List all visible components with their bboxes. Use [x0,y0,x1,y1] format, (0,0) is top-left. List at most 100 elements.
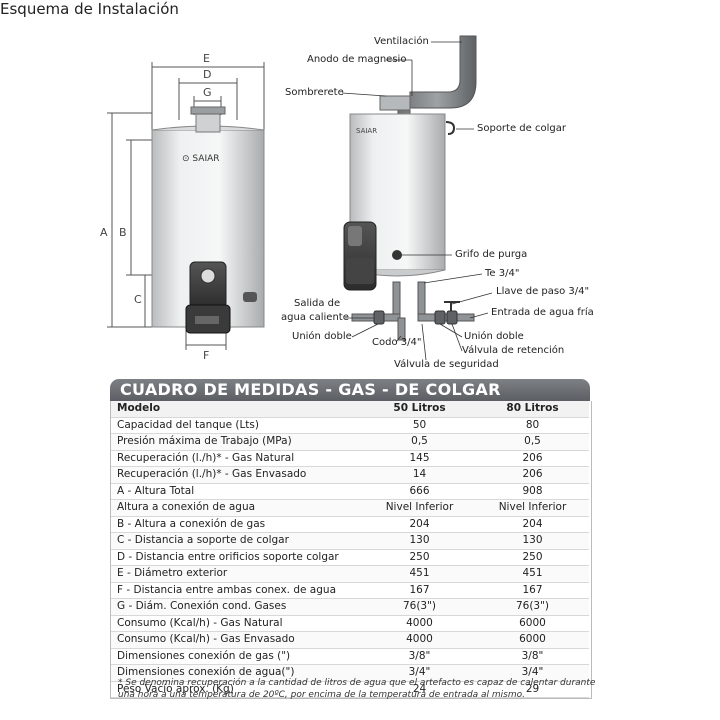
value-50l: 204 [363,516,476,533]
value-80l: 167 [476,582,589,599]
value-80l: 6000 [476,615,589,632]
table-title: CUADRO DE MEDIDAS - GAS - DE COLGAR [120,380,501,399]
value-50l: 167 [363,582,476,599]
value-80l: 908 [476,483,589,500]
value-80l: 29 [476,681,589,698]
dimension-lines-top [151,62,265,130]
footnote: * Se denomina recuperación a la cantidad… [118,678,596,700]
value-80l: 3/8" [476,648,589,665]
row-label: Peso Vacío aprox. (Kg) [111,681,363,698]
value-80l: 204 [476,516,589,533]
table-row: D - Distancia entre orificios soporte co… [111,549,589,566]
value-80l: 130 [476,532,589,550]
measures-table: Modelo 50 Litros 80 Litros Capacidad del… [110,401,592,699]
label-soporte: Soporte de colgar [477,123,566,134]
value-50l: 130 [363,532,476,550]
value-50l: 0,5 [363,433,476,451]
row-label: Recuperación (l./h)* - Gas Natural [111,450,363,467]
value-80l: 80 [476,417,589,434]
col-header-modelo: Modelo [111,401,363,418]
value-80l: 206 [476,450,589,467]
row-label: Dimensiones conexión de agua(") [111,664,363,682]
dim-letter-b: B [119,226,127,239]
col-header-80l: 80 Litros [476,401,589,418]
row-label: Altura a conexión de agua [111,499,363,517]
dim-letter-f: F [203,349,210,362]
row-label: Consumo (Kcal/h) - Gas Envasado [111,631,363,649]
table-row: Dimensiones conexión de agua(")3/4"3/4" [111,664,589,682]
value-80l: 76(3") [476,598,589,616]
value-50l: 4000 [363,615,476,632]
label-union-right: Unión doble [464,331,524,342]
dim-letter-g: G [203,86,212,99]
value-50l: 14 [363,466,476,484]
label-codo: Codo 3/4" [372,337,422,348]
label-salida-2: agua caliente [281,312,349,323]
label-sombrerete: Sombrerete [285,87,344,98]
value-80l: 250 [476,549,589,566]
value-50l: 76(3") [363,598,476,616]
value-80l: 0,5 [476,433,589,451]
value-50l: 4000 [363,631,476,649]
table-header-row: Modelo 50 Litros 80 Litros [111,401,589,418]
row-label: Capacidad del tanque (Lts) [111,417,363,434]
front-brand-label: ⊙ SAIAR [182,154,220,164]
label-ventilacion: Ventilación [374,36,429,47]
value-50l: 145 [363,450,476,467]
label-valvula-retencion: Válvula de retención [462,345,565,356]
label-anodo: Anodo de magnesio [307,54,407,65]
dim-letter-a: A [100,226,108,239]
row-label: F - Distancia entre ambas conex. de agua [111,582,363,599]
value-50l: 50 [363,417,476,434]
col-header-50l: 50 Litros [363,401,476,418]
label-entrada: Entrada de agua fría [491,307,594,318]
row-label: Presión máxima de Trabajo (MPa) [111,433,363,451]
label-grifo: Grifo de purga [455,249,528,260]
row-label: Dimensiones conexión de gas (") [111,648,363,665]
value-80l: Nivel Inferior [476,499,589,517]
dim-letter-e: E [203,52,210,65]
label-valvula-seguridad: Válvula de seguridad [394,359,499,370]
value-50l: 666 [363,483,476,500]
dim-letter-c: C [134,293,142,306]
table-header: CUADRO DE MEDIDAS - GAS - DE COLGAR [110,379,590,401]
value-80l: 451 [476,565,589,583]
value-50l: 250 [363,549,476,566]
row-label: B - Altura a conexión de gas [111,516,363,533]
value-80l: 6000 [476,631,589,649]
label-salida-1: Salida de [294,298,341,309]
dim-letter-d: D [203,68,212,81]
row-label: A - Altura Total [111,483,363,500]
label-llave: Llave de paso 3/4" [496,286,590,297]
row-label: G - Diám. Conexión cond. Gases [111,598,363,616]
row-label: Consumo (Kcal/h) - Gas Natural [111,615,363,632]
row-label: C - Distancia a soporte de colgar [111,532,363,550]
dimension-lines-side [107,112,152,328]
value-80l: 3/4" [476,664,589,682]
value-50l: 451 [363,565,476,583]
row-label: D - Distancia entre orificios soporte co… [111,549,363,566]
value-80l: 206 [476,466,589,484]
value-50l: 24 [363,681,476,698]
label-te: Te 3/4" [485,268,520,279]
value-50l: Nivel Inferior [363,499,476,517]
table-row: F - Distancia entre ambas conex. de agua… [111,582,589,599]
row-label: E - Diámetro exterior [111,565,363,583]
value-50l: 3/8" [363,648,476,665]
label-union-left: Unión doble [292,331,352,342]
side-brand-label: SAIAR [356,127,377,135]
